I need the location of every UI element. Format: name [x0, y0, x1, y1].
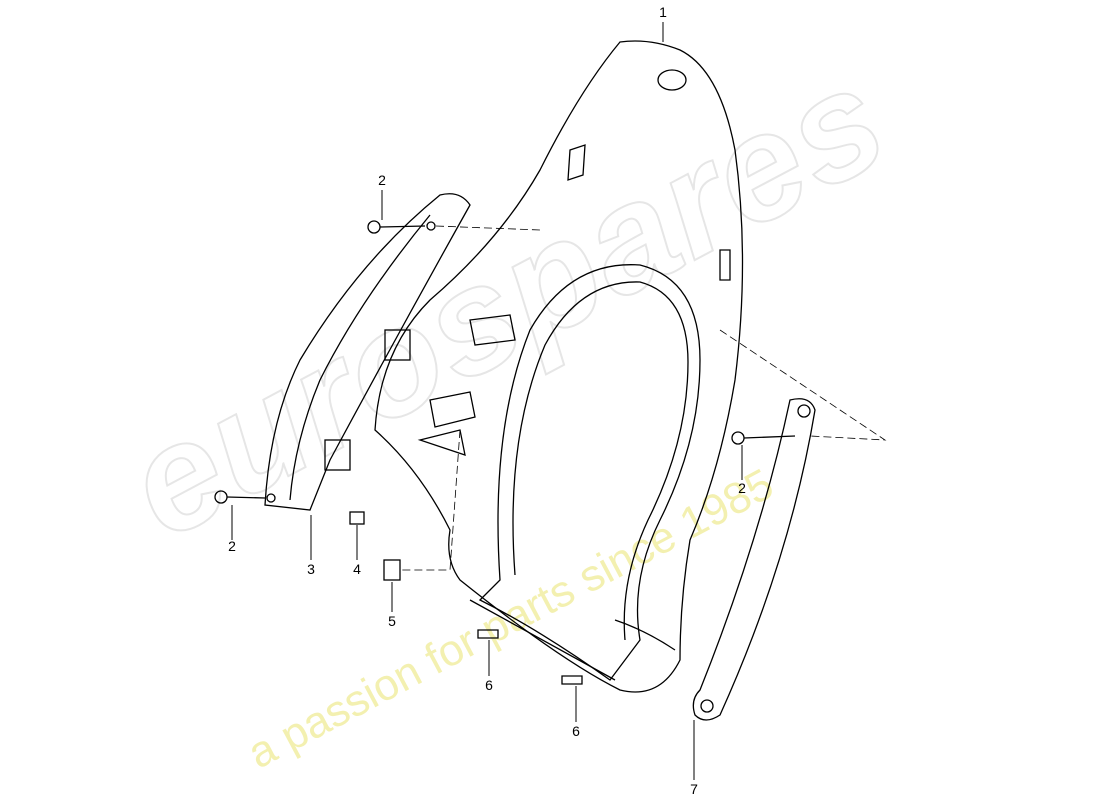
clip-6 — [477, 629, 499, 639]
screw-icon — [214, 490, 276, 504]
left-trim-panel — [264, 193, 471, 511]
seat-back-inner-frame — [478, 264, 701, 681]
clip-6 — [561, 675, 583, 685]
callout-2: 2 — [738, 480, 746, 496]
seat-back-shell — [374, 40, 744, 693]
callout-6: 6 — [572, 723, 580, 739]
callout-2: 2 — [228, 538, 236, 554]
screw-icon — [731, 431, 796, 445]
callout-4: 4 — [353, 561, 361, 577]
screw-icon — [367, 220, 436, 234]
callout-6: 6 — [485, 677, 493, 693]
callout-5: 5 — [388, 613, 396, 629]
callout-7: 7 — [690, 781, 698, 797]
right-trim-panel — [692, 398, 816, 721]
callout-3: 3 — [307, 561, 315, 577]
clip-4 — [349, 511, 365, 525]
callout-2: 2 — [378, 172, 386, 188]
clip-5 — [383, 559, 401, 581]
callout-1: 1 — [659, 4, 667, 20]
